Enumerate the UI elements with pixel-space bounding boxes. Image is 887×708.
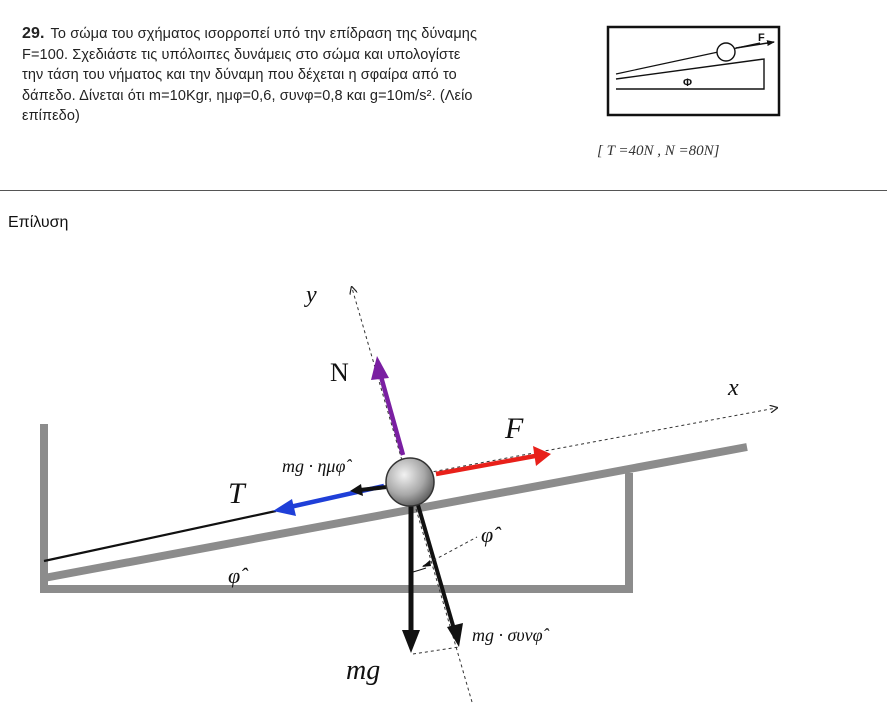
normal-force-head	[371, 356, 389, 380]
problem-line-2: F=100. Σχεδιάστε τις υπόλοιπες δυνάμεις …	[22, 46, 461, 63]
y-axis-label: y	[304, 282, 317, 308]
solution-heading: Επίλυση	[8, 214, 69, 231]
tension-label: T	[228, 477, 247, 510]
component-connector	[412, 646, 460, 655]
x-axis-label: x	[727, 375, 739, 401]
frame-structure	[40, 424, 633, 593]
problem-line-5: επίπεδο)	[22, 108, 80, 124]
problem-statement: 29.Το σώμα του σχήματος ισορροπεί υπό τη…	[22, 24, 582, 127]
thumbnail-force-arrow	[735, 40, 775, 49]
incline-plane	[43, 443, 748, 582]
weight-parallel-label: mg · ημφ̂	[282, 456, 352, 476]
divider-line	[0, 190, 887, 191]
angle-pointer-head	[422, 560, 431, 567]
weight-angle-label: φ̂	[481, 522, 502, 547]
answer-text: [ T =40N , N =80N]	[597, 143, 720, 159]
incline-angle-label: φ̂	[228, 563, 249, 588]
applied-force-label: F	[504, 412, 524, 445]
angle-pointer	[422, 536, 478, 567]
problem-line-3: την τάση του νήματος και την δύναμη που …	[22, 67, 457, 83]
thumbnail-sphere	[716, 42, 736, 62]
string-line	[43, 509, 277, 563]
weight-parallel-shaft	[359, 485, 388, 492]
problem-line-1: 29.Το σώμα του σχήματος ισορροπεί υπό τη…	[22, 25, 478, 42]
weight-parallel-head	[350, 484, 363, 496]
thumbnail-angle-label: Φ	[683, 77, 692, 89]
x-axis-line	[409, 408, 776, 477]
normal-force-label: N	[330, 358, 349, 387]
sphere	[385, 457, 435, 507]
weight-angle-arc	[412, 567, 427, 573]
thumbnail-frame	[606, 25, 781, 117]
weight-perp-label: mg · συνφ̂	[472, 625, 550, 645]
thumbnail-incline	[615, 58, 765, 90]
normal-force-shaft	[377, 372, 406, 456]
thumbnail-diagram: F Φ	[606, 25, 781, 117]
thumbnail-force-label: F	[758, 32, 765, 44]
weight-perp-shaft	[416, 504, 456, 630]
problem-number: 29.	[22, 25, 45, 42]
weight-label: mg	[346, 655, 380, 686]
weight-perp-head	[447, 623, 463, 647]
applied-force-head	[533, 446, 551, 466]
tension-head	[273, 499, 296, 516]
thumbnail-string	[615, 42, 761, 75]
applied-force-shaft	[435, 453, 536, 477]
main-diagram: y x N F T mg · ημφ̂ mg mg · συνφ̂ φ̂	[40, 282, 776, 703]
problem-line-4: δάπεδο. Δίνεται ότι m=10Kgr, ημφ=0,6, συ…	[22, 87, 473, 104]
weight-head	[402, 630, 420, 653]
